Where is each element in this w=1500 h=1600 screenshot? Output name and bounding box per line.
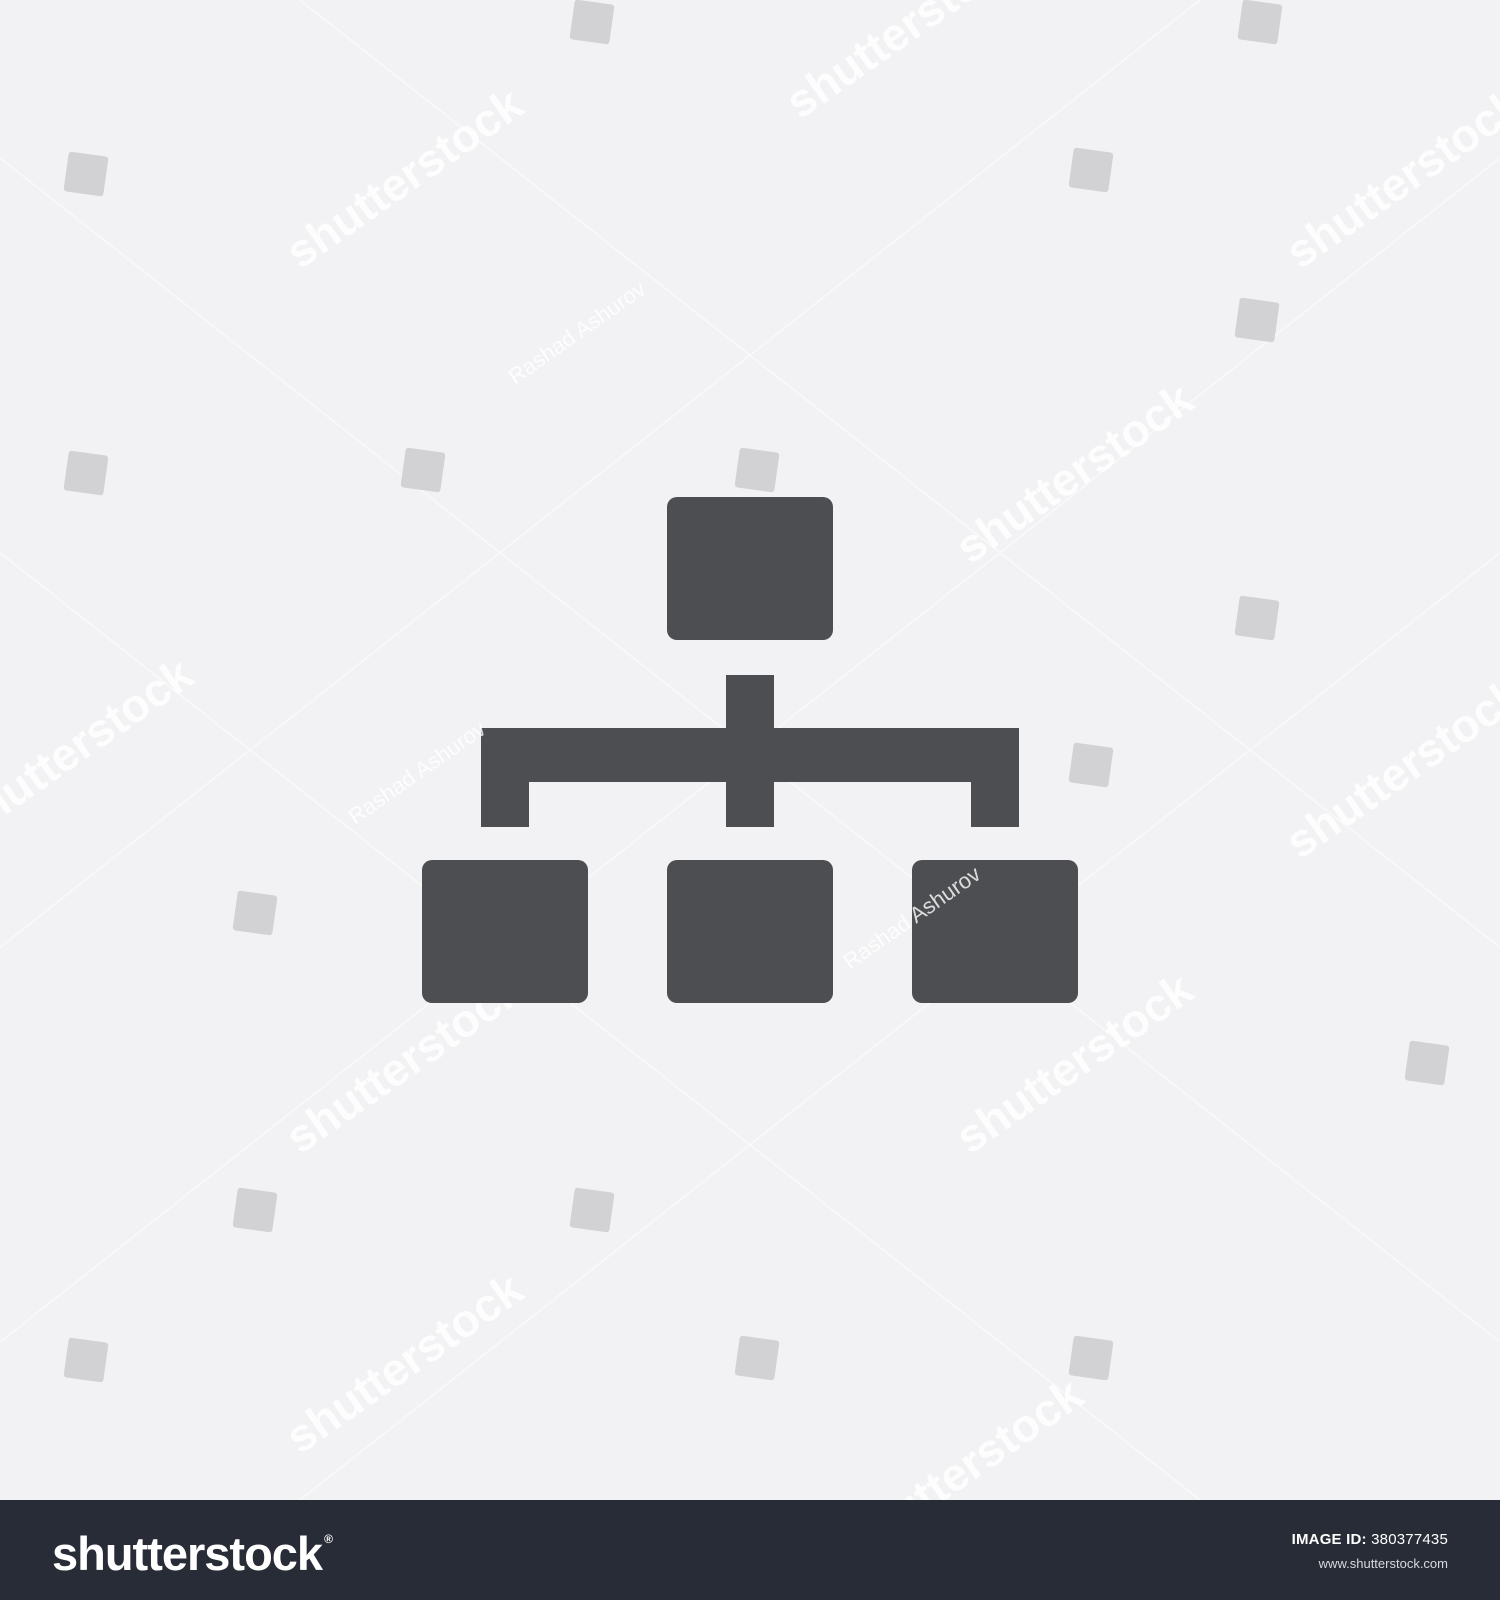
image-id-value: 380377435 — [1371, 1531, 1448, 1548]
child-node-box-left — [422, 860, 588, 1003]
website-url: www.shutterstock.com — [1318, 1556, 1448, 1571]
hierarchy-icon: Rashad Ashurov Rashad Ashurov Rashad Ash… — [344, 276, 1078, 1003]
svg-text:Rashad Ashurov: Rashad Ashurov — [344, 716, 491, 829]
footer-bar: shutterstock® IMAGE ID: 380377435 www.sh… — [0, 1500, 1500, 1600]
connector-crossbar — [481, 728, 1019, 782]
logo-text: shutterstock — [52, 1527, 323, 1580]
image-id-label: IMAGE ID: — [1291, 1531, 1367, 1548]
registered-mark: ® — [324, 1532, 333, 1546]
stock-image: shutterstock shutterstock shutterstock s… — [0, 0, 1500, 1500]
image-id-line: IMAGE ID: 380377435 — [1292, 1530, 1448, 1550]
svg-text:Rashad Ashurov: Rashad Ashurov — [504, 276, 651, 389]
connector-left-drop — [481, 728, 529, 827]
image-meta: IMAGE ID: 380377435 www.shutterstock.com — [1292, 1530, 1448, 1572]
child-node-box-right — [912, 860, 1078, 1003]
connector-right-drop — [971, 728, 1019, 827]
child-node-box-center — [667, 860, 833, 1003]
top-node-box — [667, 497, 833, 640]
shutterstock-logo: shutterstock® — [52, 1526, 333, 1581]
